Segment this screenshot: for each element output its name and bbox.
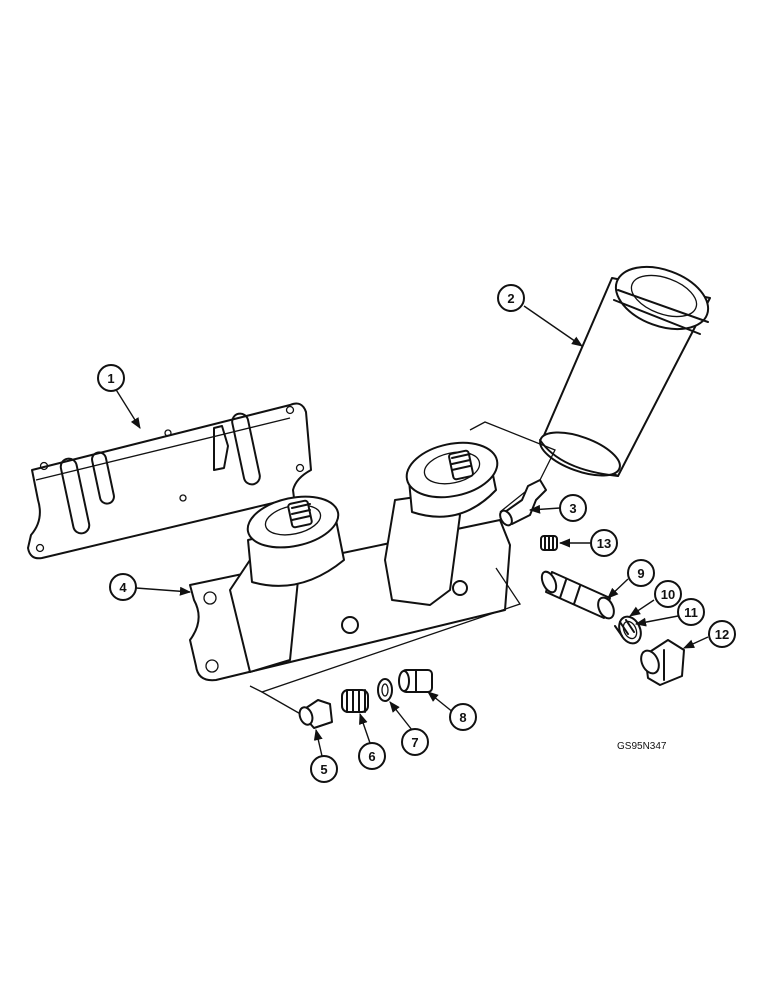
svg-text:11: 11 (684, 605, 698, 620)
figure-code: GS95N347 (617, 741, 667, 752)
callout-6: 6 (358, 742, 386, 770)
callout-13: 13 (590, 529, 618, 557)
callout-3: 3 (559, 494, 587, 522)
leader-lines (114, 305, 709, 757)
valve-spool-part (540, 570, 615, 620)
svg-text:2: 2 (507, 291, 514, 306)
svg-text:5: 5 (320, 762, 327, 777)
svg-text:1: 1 (107, 371, 114, 386)
valve-body-part (298, 699, 333, 729)
spring-part (614, 619, 635, 637)
callout-9: 9 (627, 559, 655, 587)
svg-text:10: 10 (661, 587, 675, 602)
svg-text:9: 9 (637, 566, 644, 581)
callout-1: 1 (97, 364, 125, 392)
coil-spring-part (341, 689, 369, 713)
filter-head-part (189, 441, 511, 682)
callout-12: 12 (708, 620, 736, 648)
svg-text:7: 7 (411, 735, 418, 750)
small-plug-part (540, 535, 558, 551)
callout-11: 11 (677, 598, 705, 626)
elbow-fitting-part (499, 479, 547, 527)
gasket-part (27, 402, 312, 560)
svg-text:8: 8 (459, 710, 466, 725)
o-ring-part (618, 615, 642, 645)
filter-cartridge-part (539, 265, 711, 477)
svg-text:12: 12 (715, 627, 729, 642)
callout-2: 2 (497, 284, 525, 312)
svg-text:4: 4 (119, 580, 127, 595)
callout-10: 10 (654, 580, 682, 608)
callout-4: 4 (109, 573, 137, 601)
svg-text:6: 6 (368, 749, 375, 764)
washer-part (377, 678, 393, 702)
plug-cap-part (640, 639, 685, 686)
svg-text:3: 3 (569, 501, 576, 516)
callout-8: 8 (449, 703, 477, 731)
callout-5: 5 (310, 755, 338, 783)
callout-7: 7 (401, 728, 429, 756)
threaded-plug-part (398, 669, 433, 693)
svg-text:13: 13 (597, 536, 611, 551)
